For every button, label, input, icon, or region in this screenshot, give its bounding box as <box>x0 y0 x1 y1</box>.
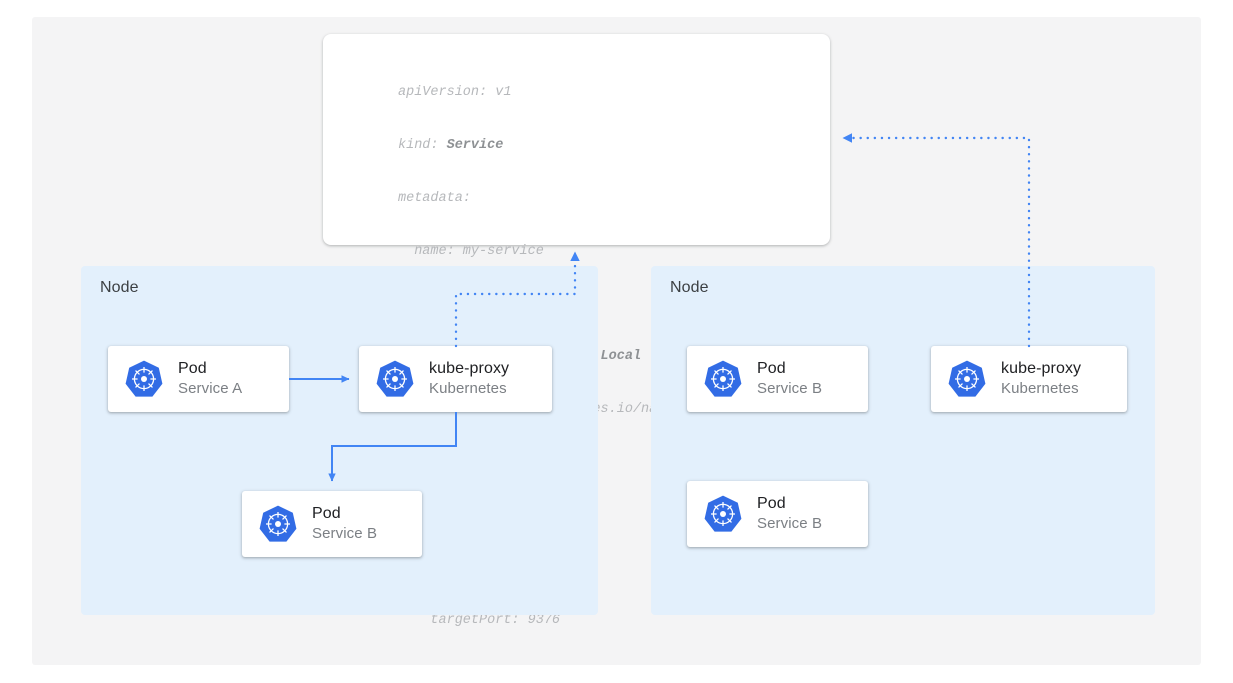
yaml-line-targetport: targetPort: 9376 <box>398 613 561 628</box>
card-pod-service-a[interactable]: Pod Service A <box>108 346 289 412</box>
node-label-left: Node <box>100 279 139 296</box>
card-text: kube-proxy Kubernetes <box>1001 359 1081 399</box>
card-text: Pod Service B <box>757 359 822 399</box>
node-panel-left: Node <box>81 266 598 615</box>
card-text: Pod Service B <box>312 504 377 544</box>
yaml-kind-value: Service <box>446 137 504 153</box>
node-label-right: Node <box>670 279 709 296</box>
yaml-line-metadata: metadata: <box>398 190 471 206</box>
card-title: Pod <box>178 360 207 377</box>
kubernetes-icon <box>259 505 297 542</box>
card-text: Pod Service A <box>178 359 242 399</box>
card-kube-proxy-left[interactable]: kube-proxy Kubernetes <box>359 346 552 412</box>
card-title: kube-proxy <box>429 360 510 377</box>
yaml-line-name: name: my-service <box>398 243 544 259</box>
card-title: kube-proxy <box>1001 360 1082 377</box>
kubernetes-icon <box>125 360 163 397</box>
card-text: Pod Service B <box>757 494 822 534</box>
card-title: Pod <box>757 360 786 377</box>
card-pod-service-b-left[interactable]: Pod Service B <box>242 491 422 557</box>
kubernetes-icon <box>948 360 986 397</box>
card-pod-service-b-right-bottom[interactable]: Pod Service B <box>687 481 868 547</box>
node-panel-right: Node <box>651 266 1155 615</box>
kubernetes-icon <box>704 360 742 397</box>
kubernetes-icon <box>704 495 742 532</box>
service-manifest-card: apiVersion: v1 kind: Service metadata: n… <box>323 34 830 628</box>
card-title: Pod <box>312 505 341 522</box>
card-text: kube-proxy Kubernetes <box>429 359 509 399</box>
card-subtitle: Service B <box>312 525 378 542</box>
card-pod-service-b-right-top[interactable]: Pod Service B <box>687 346 868 412</box>
card-kube-proxy-right[interactable]: kube-proxy Kubernetes <box>931 346 1127 412</box>
yaml-line-kind: kind: Service <box>398 137 730 155</box>
card-subtitle: Service B <box>757 515 823 532</box>
card-subtitle: Kubernetes <box>1001 380 1079 397</box>
card-subtitle: Kubernetes <box>429 380 507 397</box>
kubernetes-icon <box>376 360 414 397</box>
yaml-kind-prefix: kind: <box>398 137 447 153</box>
card-subtitle: Service A <box>178 380 243 397</box>
card-subtitle: Service B <box>757 380 823 397</box>
yaml-line-apiversion: apiVersion: v1 <box>398 85 512 101</box>
card-title: Pod <box>757 495 786 512</box>
